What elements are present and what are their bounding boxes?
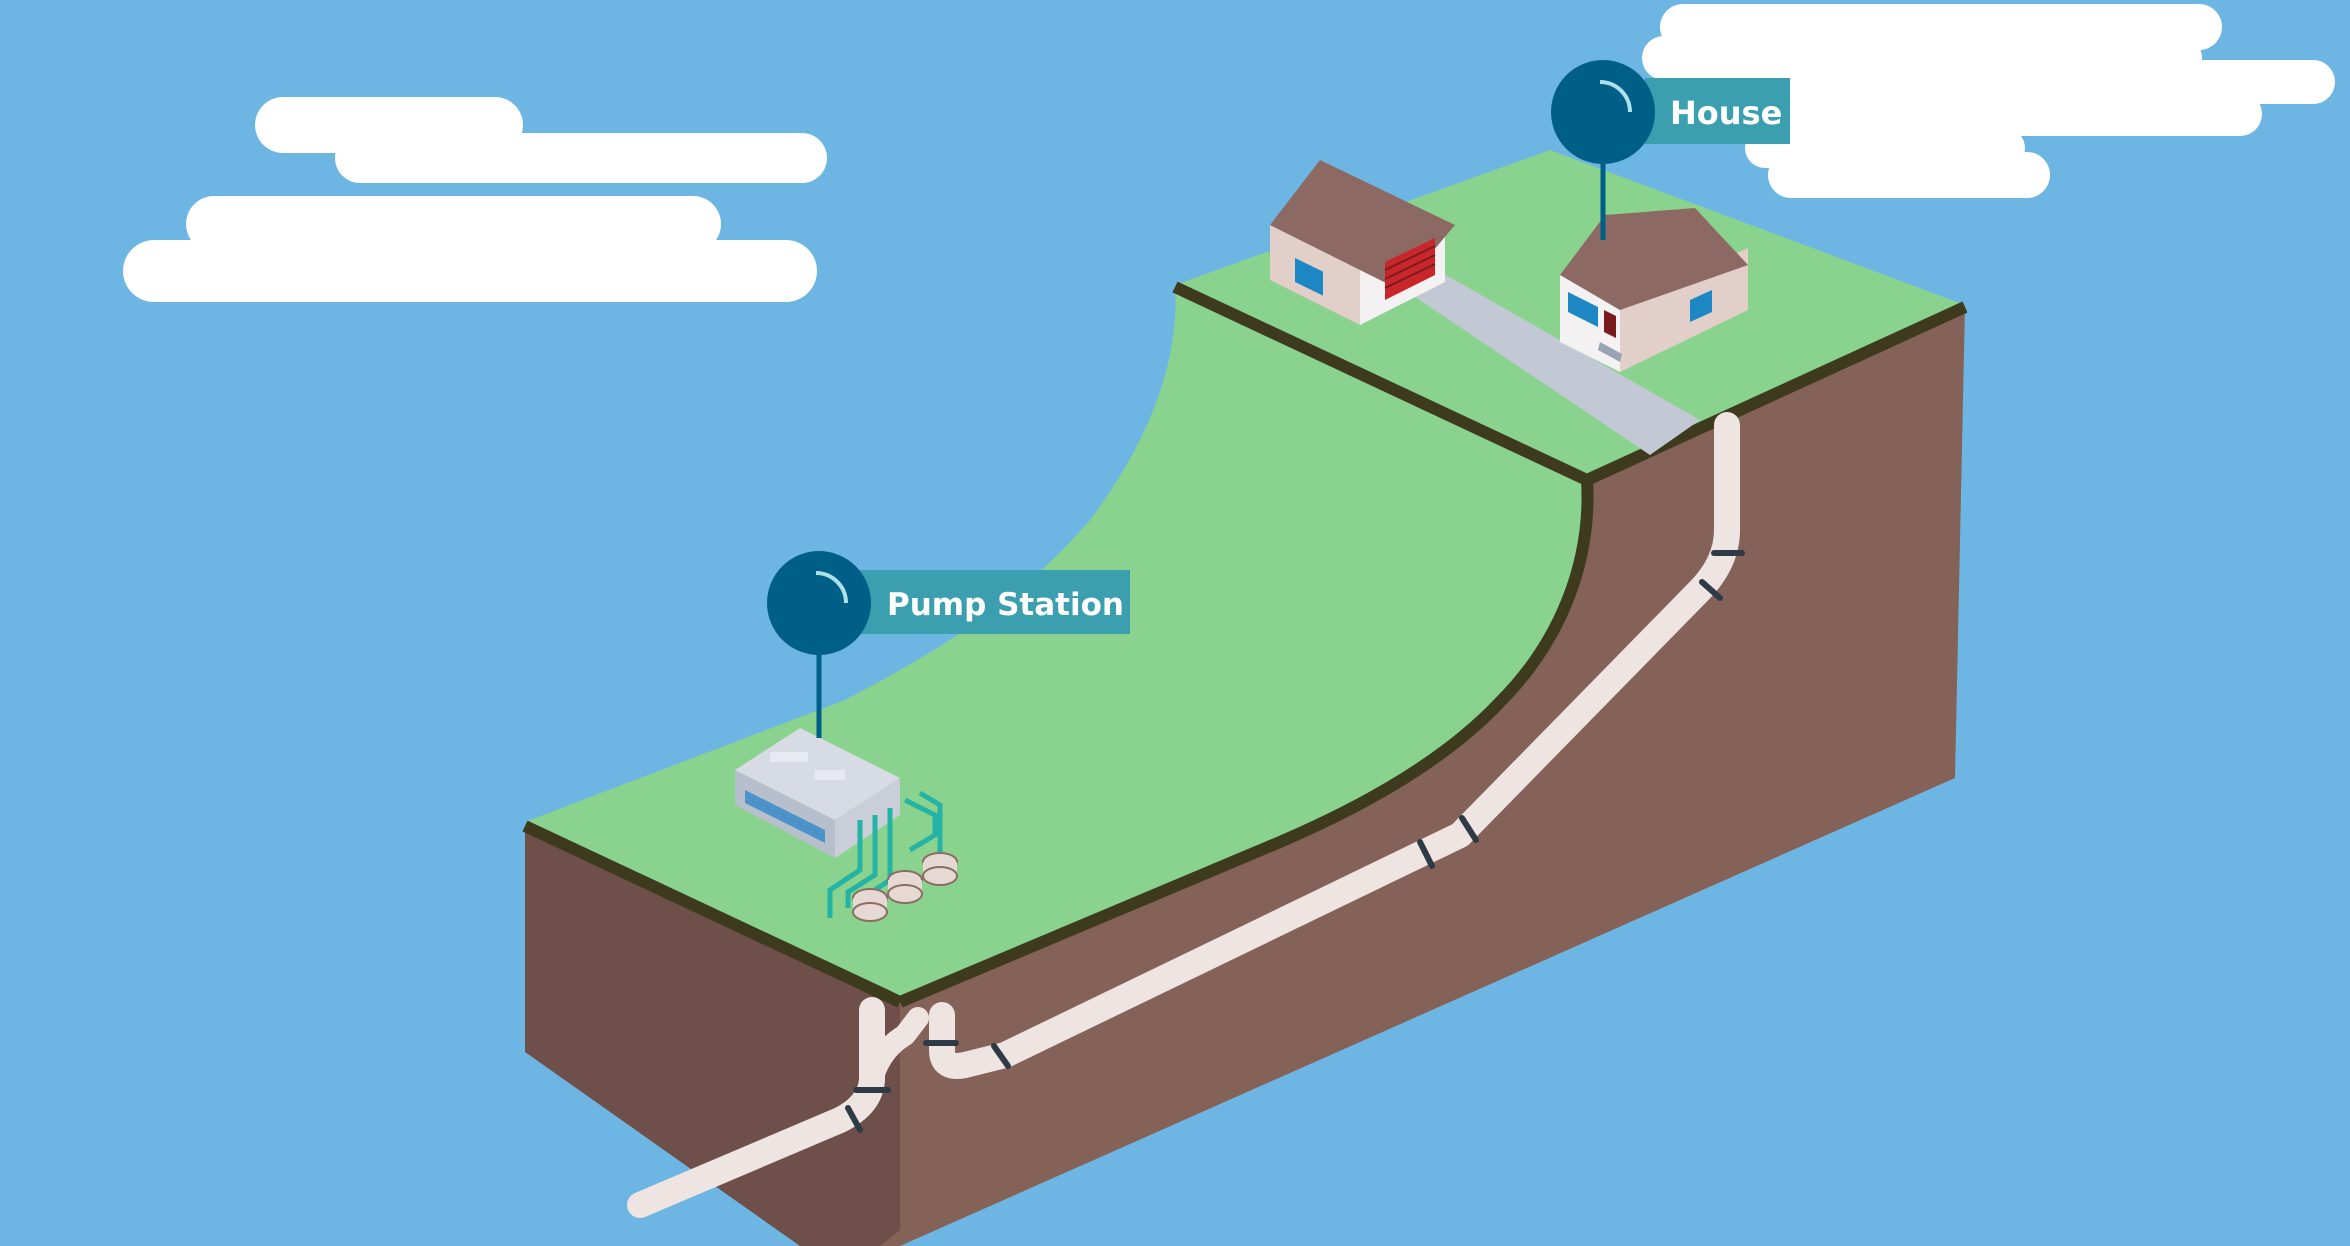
soil-front-face — [880, 305, 1965, 1246]
treatment-tank — [887, 870, 923, 904]
map-pin-icon — [767, 551, 871, 655]
treatment-tank — [852, 888, 888, 922]
pump-station-pin[interactable]: Pump Station — [767, 551, 1130, 738]
house-label: House — [1670, 94, 1782, 132]
cloud-right — [1642, 4, 2335, 198]
map-pin-icon — [1551, 60, 1655, 164]
pump-station-label-box — [860, 570, 1130, 634]
grass-edge-front — [897, 479, 1594, 1008]
house-label-box — [1645, 78, 1790, 144]
garage-icon — [1270, 160, 1455, 325]
grass-edge-left — [522, 820, 903, 1008]
house-pin[interactable]: House — [1551, 60, 1790, 240]
grass-edge-top — [1172, 281, 1968, 487]
house-icon — [1560, 208, 1748, 372]
cloud-left — [123, 97, 827, 302]
sewer-pipeline — [627, 412, 1745, 1218]
pump-station-icon — [735, 728, 958, 922]
driveway — [1390, 266, 1700, 455]
pump-station-label: Pump Station — [887, 587, 1124, 623]
soil-shadow — [525, 826, 840, 1052]
treatment-tank — [922, 852, 958, 886]
